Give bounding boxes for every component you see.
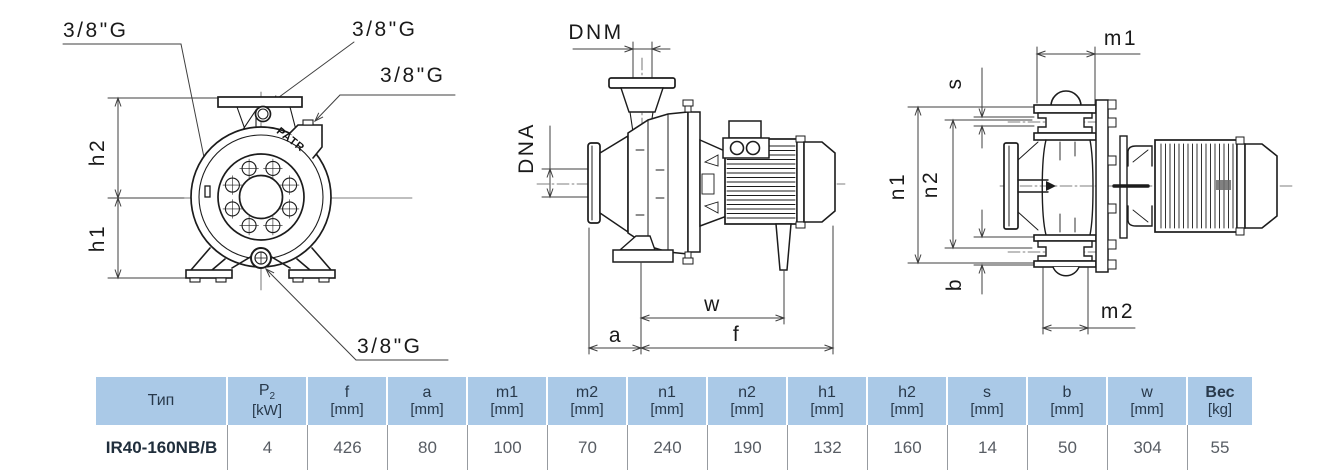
cell-s: 14 [948, 425, 1028, 470]
side-view: DNM DNA [515, 21, 846, 355]
header-w: w[mm] [1108, 377, 1188, 425]
n2-label: n2 [919, 170, 942, 198]
header-s: s[mm] [948, 377, 1028, 425]
dimension-table: Тип P2[kW] f[mm] a[mm] m1[mm] m2[mm] n1[… [96, 377, 1252, 470]
s-dimension [973, 67, 1035, 149]
port-bottom-label: 3/8"G [357, 335, 422, 358]
pump-front-body [183, 91, 413, 291]
cell-m1: 100 [468, 425, 548, 470]
pump-top-body [1003, 90, 1278, 277]
f-label: f [733, 323, 741, 346]
side-view-bottom-dimensions [587, 225, 835, 355]
header-n2: n2[mm] [708, 377, 788, 425]
dna-dimension [541, 125, 589, 199]
header-h1: h1[mm] [788, 377, 868, 425]
header-type: Тип [96, 377, 228, 425]
a-label: a [609, 324, 623, 347]
header-weight: Вес[kg] [1188, 377, 1252, 425]
cell-b: 50 [1028, 425, 1108, 470]
n1-n2-dimensions [907, 105, 1035, 265]
header-h2: h2[mm] [868, 377, 948, 425]
cell-m2: 70 [548, 425, 628, 470]
header-m1: m1[mm] [468, 377, 548, 425]
m2-label: m2 [1101, 300, 1135, 323]
header-m2: m2[mm] [548, 377, 628, 425]
front-view: h2 h1 3/8"G 3/8"G 3/8"G 3/8"G [62, 18, 456, 361]
cell-h1: 132 [788, 425, 868, 470]
cell-n1: 240 [628, 425, 708, 470]
port-top-left-label: 3/8"G [63, 19, 128, 42]
dnm-label: DNM [568, 21, 623, 44]
h2-label: h2 [86, 138, 109, 166]
front-view-leaders [62, 41, 456, 361]
s-label: s [943, 77, 966, 90]
top-view: m1 s n1 n2 b [886, 27, 1293, 335]
front-view-dimensions [107, 96, 223, 280]
port-right-label: 3/8"G [380, 64, 445, 87]
cell-n2: 190 [708, 425, 788, 470]
cell-type: IR40-160NB/B [96, 425, 228, 470]
cell-weight: 55 [1210, 437, 1230, 457]
table-header-row: Тип P2[kW] f[mm] a[mm] m1[mm] m2[mm] n1[… [96, 377, 1252, 425]
h1-label: h1 [86, 224, 109, 252]
header-a: a[mm] [388, 377, 468, 425]
pump-dimension-drawing: h2 h1 3/8"G 3/8"G 3/8"G 3/8"G [62, 18, 1293, 361]
cell-p2: 4 [228, 425, 308, 470]
header-n1: n1[mm] [628, 377, 708, 425]
m2-dimension [1041, 267, 1136, 335]
header-b: b[mm] [1028, 377, 1108, 425]
b-dimension [973, 209, 1041, 295]
table-data-row: IR40-160NB/B 4 426 80 100 70 240 190 132… [96, 425, 1252, 470]
m1-dimension [1035, 46, 1141, 114]
cell-h2: 160 [868, 425, 948, 470]
dna-label: DNA [515, 122, 538, 174]
w-label: w [703, 293, 722, 316]
header-p2: P2[kW] [228, 377, 308, 425]
cell-f: 426 [308, 425, 388, 470]
cell-w: 304 [1108, 425, 1188, 470]
m1-label: m1 [1104, 27, 1138, 50]
dnm-dimension [572, 41, 671, 79]
n1-label: n1 [886, 172, 909, 200]
header-f: f[mm] [308, 377, 388, 425]
port-top-right-label: 3/8"G [352, 18, 417, 41]
cell-a: 80 [388, 425, 468, 470]
b-label: b [943, 277, 966, 291]
pump-side-body [587, 77, 836, 271]
